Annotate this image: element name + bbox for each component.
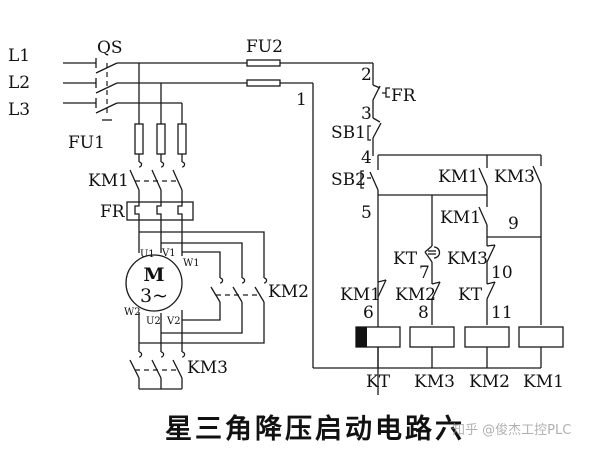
node-8: 8 <box>418 303 429 323</box>
label-km3-top: KM3 <box>494 167 535 187</box>
coil-km3 <box>409 326 455 348</box>
fr-thermal-relay <box>126 201 194 221</box>
node-2: 2 <box>361 65 372 85</box>
watermark: 知乎 @俊杰工控PLC <box>452 423 572 438</box>
label-l2: L2 <box>8 73 30 93</box>
coil-label-kt: KT <box>366 372 391 392</box>
node-11: 11 <box>491 303 513 323</box>
label-km1-mid: KM1 <box>440 208 481 228</box>
label-km1-nc: KM1 <box>340 285 381 305</box>
km1-main-contacts <box>129 161 186 202</box>
terminal-v1: V1 <box>161 248 176 259</box>
motor-phase: 3~ <box>140 285 168 307</box>
terminal-u2: U2 <box>146 316 161 327</box>
node-4: 4 <box>361 148 372 168</box>
km2-main-contacts <box>210 277 268 303</box>
fu1-fuses <box>134 123 187 162</box>
node-5: 5 <box>361 203 372 223</box>
label-sb2: SB2 <box>331 170 366 190</box>
fu2-fuse-bottom <box>246 79 281 87</box>
terminal-u1: U1 <box>140 249 155 260</box>
kt-timer-contact <box>424 245 441 284</box>
coil-label-km3: KM3 <box>414 372 455 392</box>
label-qs: QS <box>97 38 123 58</box>
label-l3: L3 <box>8 100 30 120</box>
label-km2-main: KM2 <box>268 282 309 302</box>
label-l1: L1 <box>8 46 30 66</box>
label-km1-hold: KM1 <box>438 167 479 187</box>
terminal-w2: W2 <box>124 307 141 318</box>
motor-symbol: M <box>143 264 164 286</box>
km2-nc-contact <box>431 281 441 325</box>
label-sb1: SB1 <box>331 123 366 143</box>
node-10: 10 <box>491 263 513 283</box>
control-circuit: FU2 1 2 FR 3 SB1 4 <box>246 37 564 395</box>
coil-km1 <box>518 326 564 348</box>
km1-nc-contact <box>377 279 387 298</box>
km3-nc-contact <box>486 244 496 284</box>
coil-km2 <box>464 326 510 348</box>
label-km3-main: KM3 <box>187 358 228 378</box>
fr-nc-contact <box>372 84 390 118</box>
label-km1-main: KM1 <box>88 171 129 191</box>
label-fr-control: FR <box>391 86 417 106</box>
coil-label-km2: KM2 <box>469 372 510 392</box>
coil-kt <box>355 326 401 348</box>
main-circuit: L1 L2 L3 QS FU1 <box>8 38 360 390</box>
node-9: 9 <box>508 214 519 234</box>
node-3: 3 <box>361 104 372 124</box>
node-6: 6 <box>363 303 374 323</box>
qs-switch <box>95 58 118 121</box>
motor: M 3~ U1 V1 W1 W2 U2 V2 <box>124 248 200 327</box>
node-7: 7 <box>419 263 430 283</box>
label-fu1: FU1 <box>68 133 105 153</box>
label-km3-nc: KM3 <box>447 249 488 269</box>
kt-nc-contact <box>486 281 496 325</box>
coil-label-km1: KM1 <box>523 372 564 392</box>
km3-main-contacts <box>129 351 186 390</box>
node-1: 1 <box>296 90 307 110</box>
sb1-stop-button[interactable] <box>367 117 382 156</box>
label-kt-nc: KT <box>458 285 483 305</box>
label-km2-nc: KM2 <box>395 285 436 305</box>
terminal-v2: V2 <box>166 316 181 327</box>
label-kt-timer: KT <box>393 249 418 269</box>
fu2-fuse-top <box>246 59 281 67</box>
label-fu2: FU2 <box>246 37 283 57</box>
terminal-w1: W1 <box>183 258 200 269</box>
diagram-title: 星三角降压启动电路六 <box>165 414 465 445</box>
label-fr-main: FR <box>100 202 126 222</box>
